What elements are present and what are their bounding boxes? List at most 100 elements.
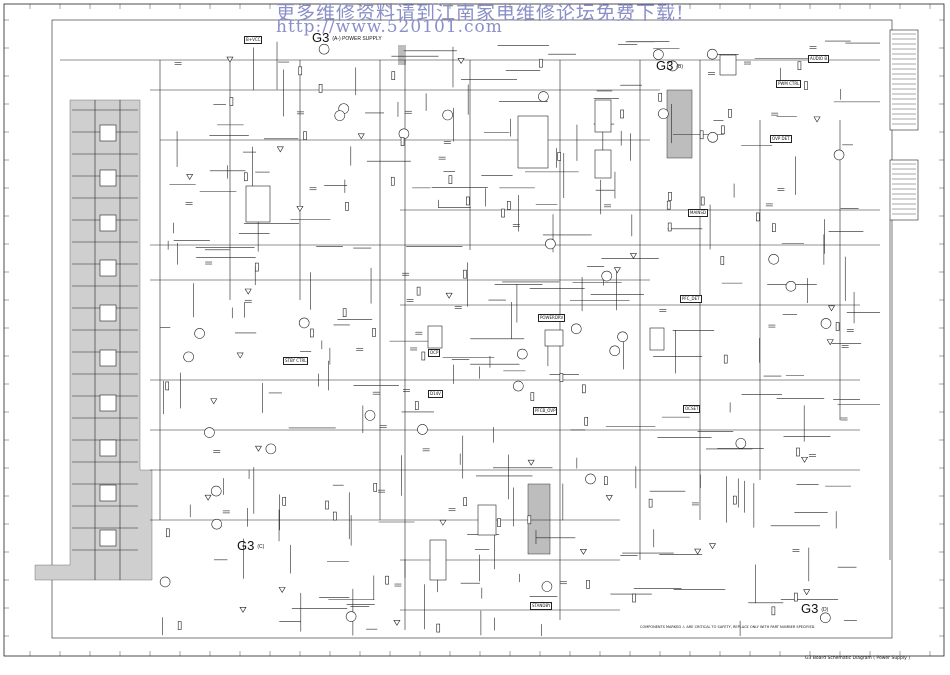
ic-package (427, 325, 443, 349)
resistor (582, 384, 586, 394)
primary-shaded-area (34, 99, 153, 581)
resistor (421, 351, 426, 361)
resistor (436, 623, 441, 633)
section-label-bottom-right: G3(D) (801, 601, 829, 616)
resistor (463, 497, 467, 506)
block-audio-b: AUDIO B (808, 55, 830, 63)
transistor (265, 443, 277, 455)
primary-component (99, 304, 117, 322)
diode (579, 548, 587, 555)
connector-cn-right-top (889, 29, 919, 131)
primary-component (99, 529, 117, 547)
diode (393, 620, 401, 626)
diode (803, 589, 811, 596)
resistor (497, 518, 501, 527)
connector-cn-right-mid (889, 159, 919, 221)
resistor (373, 483, 378, 492)
resistor (666, 200, 671, 210)
resistor (372, 328, 376, 337)
diode (445, 292, 453, 299)
ic-package (245, 185, 271, 223)
resistor (772, 223, 776, 233)
transistor (617, 331, 628, 343)
transistor (820, 612, 831, 624)
block-stby-ctrl: STBY CTRL (283, 357, 309, 365)
resistor (165, 381, 169, 391)
resistor (282, 496, 287, 506)
diode (801, 456, 809, 463)
resistor (298, 66, 303, 76)
resistor (728, 109, 732, 118)
resistor (700, 196, 705, 206)
block-pfc-ovp: PFCB_OVP (533, 407, 558, 415)
resistor (342, 308, 347, 317)
resistor (603, 476, 608, 486)
primary-component (99, 124, 117, 142)
transistor (609, 345, 621, 357)
shaded-region-2 (398, 45, 406, 65)
resistor (756, 212, 760, 222)
diode (694, 548, 702, 555)
resistor (448, 175, 453, 184)
diode (210, 398, 218, 405)
resistor (794, 592, 798, 602)
ic-package (594, 149, 612, 179)
resistor (668, 192, 672, 201)
diode (629, 253, 637, 260)
resistor (620, 109, 624, 119)
wiring (60, 40, 891, 636)
ic-package (544, 329, 564, 347)
resistor (229, 97, 234, 106)
resistor (501, 208, 505, 218)
resistor (303, 131, 307, 140)
resistor (415, 401, 419, 410)
block-ovp-det: OVP DET (770, 135, 792, 143)
resistor (318, 84, 323, 93)
diode (226, 56, 234, 63)
resistor (506, 201, 511, 210)
diode (828, 305, 836, 312)
transistor (707, 132, 719, 143)
resistor (310, 328, 314, 338)
resistor (804, 81, 808, 90)
resistor (667, 222, 672, 232)
diode (357, 133, 365, 140)
transistor (204, 427, 215, 438)
resistor (463, 269, 467, 279)
primary-component (99, 394, 117, 412)
ic-package (517, 115, 549, 169)
watermark-text-line1: 更多维修资料请到江南家电维修论坛免费下载! (276, 2, 685, 24)
resistor (416, 286, 421, 296)
connector-pins (892, 33, 916, 215)
resistor (797, 61, 802, 71)
resistor (699, 130, 704, 140)
block-ocset: OCSET (683, 405, 701, 413)
transistor (833, 149, 845, 161)
block-ocp: OCP (428, 349, 441, 357)
diode (244, 288, 252, 295)
transistor (183, 351, 194, 363)
diode (605, 495, 613, 501)
resistor (166, 528, 170, 538)
shaded-connector-bottom (527, 483, 551, 555)
ic-package (719, 54, 737, 76)
transistor (334, 110, 346, 121)
resistor (466, 196, 470, 206)
block-d14v: D14V (428, 390, 443, 398)
section-label-top: G3(A-) POWER SUPPLY (312, 30, 382, 45)
resistor (345, 202, 349, 211)
resistor (559, 373, 564, 382)
diode (186, 174, 194, 181)
resistor (530, 392, 535, 401)
diode (439, 519, 447, 526)
transistor (538, 91, 549, 102)
diode (613, 267, 621, 274)
transistor (768, 253, 780, 265)
diode (276, 146, 284, 153)
diode (254, 445, 262, 452)
block-pfc-det: PFC_DET (680, 295, 702, 303)
resistor (584, 416, 588, 426)
resistor (733, 495, 737, 505)
primary-component (99, 349, 117, 367)
